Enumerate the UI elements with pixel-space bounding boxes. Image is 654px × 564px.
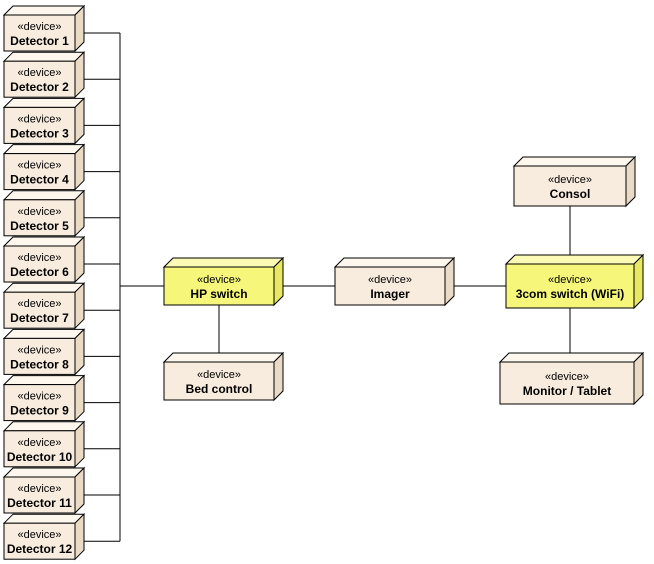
node-stereotype: «device» [17, 252, 61, 264]
node-stereotype: «device» [17, 529, 61, 541]
node-stereotype: «device» [17, 437, 61, 449]
node-stereotype: «device» [548, 274, 592, 286]
device-node-detector-4[interactable]: «device»Detector 4 [2, 143, 86, 191]
node-name: Imager [370, 287, 410, 301]
device-node-detector-6[interactable]: «device»Detector 6 [2, 235, 86, 284]
node-stereotype: «device» [17, 160, 61, 172]
node-front-face [163, 266, 275, 306]
connections [84, 32, 571, 542]
node-name: Detector 11 [7, 496, 72, 510]
device-node-detector-10[interactable]: «device»Detector 10 [2, 420, 86, 469]
device-nodes: «device»Detector 1«device»Detector 2«dev… [2, 4, 645, 561]
device-node-imager[interactable]: «device»Imager [333, 256, 456, 307]
node-front-face [3, 384, 76, 422]
node-top-face [2, 51, 86, 62]
device-node-bed-control[interactable]: «device»Bed control [162, 351, 285, 402]
node-top-face [2, 513, 86, 524]
node-front-face [3, 60, 76, 98]
device-node-monitor-tablet[interactable]: «device»Monitor / Tablet [498, 351, 645, 406]
node-front-face [3, 291, 76, 329]
node-stereotype: «device» [17, 483, 61, 495]
node-front-face [3, 106, 76, 144]
node-top-face [162, 352, 285, 363]
node-front-face [505, 263, 635, 309]
node-top-face [2, 144, 86, 155]
node-name: Detector 6 [10, 265, 69, 279]
node-top-face [2, 236, 86, 247]
node-front-face [3, 153, 76, 191]
node-stereotype: «device» [197, 274, 241, 286]
node-stereotype: «device» [17, 67, 61, 79]
node-stereotype: «device» [17, 206, 61, 218]
node-side-face [633, 351, 644, 406]
node-name: Detector 5 [10, 219, 69, 233]
node-name: Detector 1 [10, 34, 69, 48]
device-node-detector-5[interactable]: «device»Detector 5 [2, 189, 86, 238]
node-side-face [633, 253, 644, 310]
node-stereotype: «device» [368, 274, 412, 286]
node-name: Detector 3 [10, 126, 69, 140]
node-stereotype: «device» [548, 174, 592, 186]
node-top-face [2, 5, 86, 16]
node-name: Detector 8 [10, 357, 69, 371]
node-name: Detector 12 [7, 542, 73, 556]
device-node-detector-9[interactable]: «device»Detector 9 [2, 374, 86, 422]
node-name: Detector 2 [10, 80, 69, 94]
node-stereotype: «device» [17, 113, 61, 125]
node-front-face [513, 165, 627, 207]
device-node-detector-11[interactable]: «device»Detector 11 [2, 466, 86, 515]
device-node-detector-1[interactable]: «device»Detector 1 [2, 4, 86, 53]
node-top-face [2, 97, 86, 108]
node-name: Monitor / Tablet [523, 384, 611, 398]
node-front-face [3, 337, 76, 375]
node-name: Detector 9 [10, 404, 69, 418]
node-side-face [625, 155, 636, 208]
node-name: Bed control [186, 382, 253, 396]
node-front-face [334, 266, 446, 306]
node-stereotype: «device» [17, 21, 61, 33]
device-node-detector-12[interactable]: «device»Detector 12 [2, 512, 86, 561]
node-top-face [2, 190, 86, 201]
node-name: Detector 7 [10, 311, 69, 325]
node-stereotype: «device» [197, 369, 241, 381]
node-side-face [273, 256, 284, 307]
device-node-hp-switch[interactable]: «device»HP switch [162, 256, 285, 307]
device-node-consol[interactable]: «device»Consol [512, 155, 637, 208]
node-top-face [162, 257, 285, 268]
node-top-face [498, 352, 645, 363]
node-name: HP switch [190, 287, 247, 301]
node-top-face [2, 375, 86, 386]
device-node-detector-7[interactable]: «device»Detector 7 [2, 281, 86, 330]
node-front-face [3, 245, 76, 283]
node-stereotype: «device» [17, 298, 61, 310]
node-front-face [163, 361, 275, 401]
node-name: 3com switch (WiFi) [516, 287, 625, 301]
node-stereotype: «device» [545, 371, 589, 383]
node-front-face [3, 14, 76, 52]
node-front-face [3, 476, 76, 514]
node-side-face [273, 351, 284, 402]
node-front-face [3, 430, 76, 468]
node-name: Consol [550, 187, 591, 201]
node-top-face [333, 257, 456, 268]
device-node-detector-8[interactable]: «device»Detector 8 [2, 328, 86, 376]
node-top-face [2, 421, 86, 432]
node-stereotype: «device» [17, 391, 61, 403]
node-top-face [2, 282, 86, 293]
node-front-face [499, 361, 635, 405]
node-top-face [512, 156, 637, 167]
device-node-detector-3[interactable]: «device»Detector 3 [2, 97, 86, 145]
node-front-face [3, 522, 76, 560]
node-top-face [504, 254, 645, 265]
node-name: Detector 4 [10, 173, 69, 187]
device-node-detector-2[interactable]: «device»Detector 2 [2, 50, 86, 99]
node-top-face [2, 328, 86, 339]
node-side-face [444, 256, 455, 307]
device-node-3com-switch[interactable]: «device»3com switch (WiFi) [504, 253, 645, 310]
node-stereotype: «device» [17, 344, 61, 356]
node-top-face [2, 467, 86, 478]
node-name: Detector 10 [7, 450, 73, 464]
node-front-face [3, 199, 76, 237]
